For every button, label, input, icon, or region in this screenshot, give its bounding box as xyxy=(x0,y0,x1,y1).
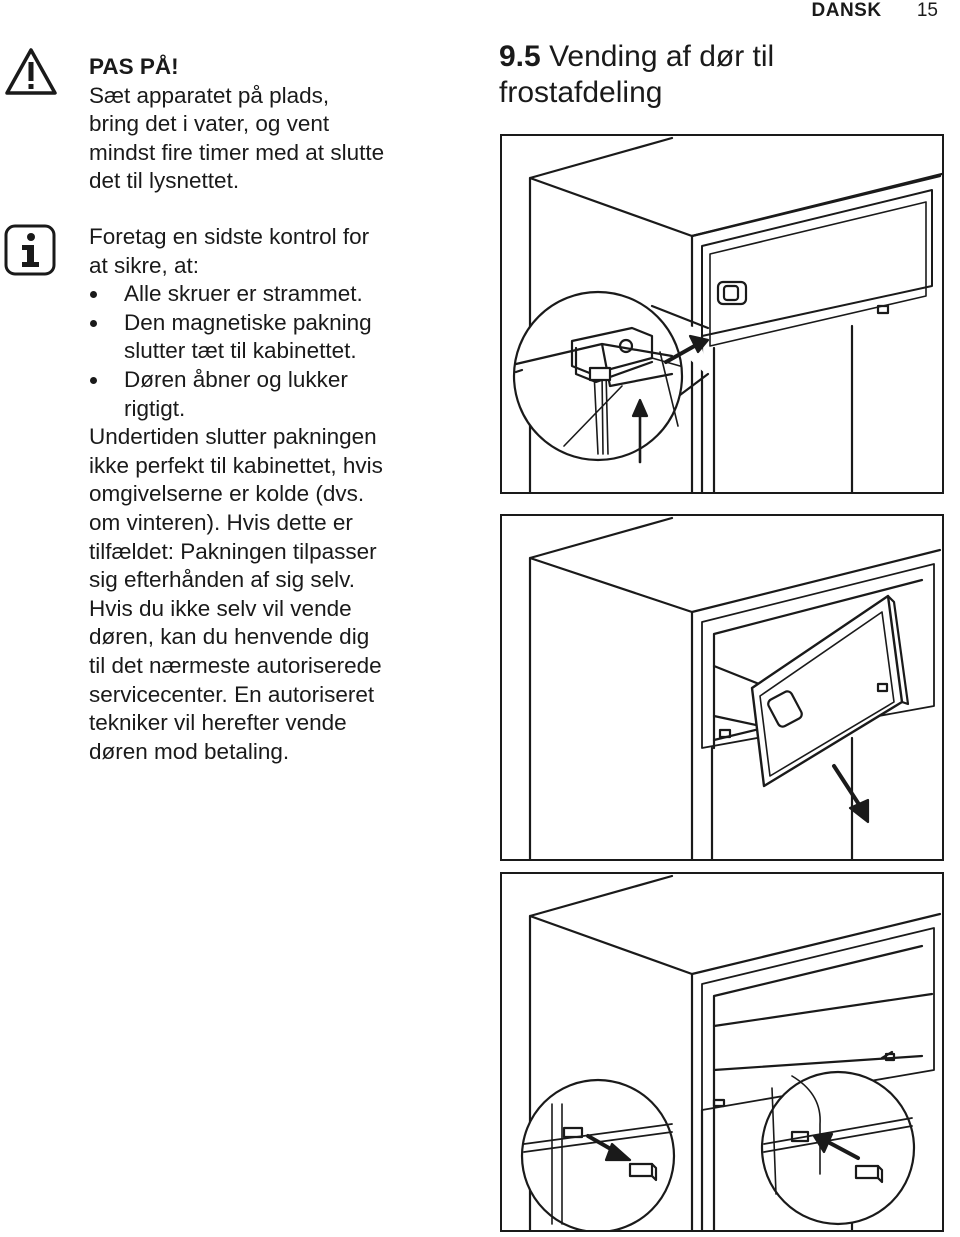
check-list: Alle skruer er strammet. Den magnetiske … xyxy=(89,280,429,423)
info-paragraph-line: døren, kan du henvende dig xyxy=(89,624,370,650)
arrow-diagonal-icon xyxy=(826,1140,860,1160)
info-paragraph-line: ikke perfekt til kabinettet, hvis xyxy=(89,452,383,478)
info-paragraph-line: tilfældet: Pakningen tilpasser xyxy=(89,538,377,564)
warning-triangle-icon xyxy=(4,46,58,98)
door-handle-icon xyxy=(716,280,748,306)
arrow-down-icon xyxy=(832,764,862,808)
page-header: DANSK 15 xyxy=(812,0,938,22)
arrow-diagonal-icon xyxy=(664,342,700,364)
section-title-line: Vending af dør til xyxy=(549,40,775,73)
info-intro-line: Foretag en sidste kontrol for xyxy=(89,224,370,249)
info-block: Foretag en sidste kontrol for at sikre, … xyxy=(89,223,429,766)
section-title: 9.5 Vending af dør til frostafdeling xyxy=(499,39,919,111)
list-item-text: Alle skruer er strammet. xyxy=(124,281,363,307)
info-paragraph-line: Hvis du ikke selv vil vende xyxy=(89,595,352,621)
figure-hinge-cover-relocation xyxy=(500,872,944,1232)
list-item: Den magnetiske pakning slutter tæt til k… xyxy=(89,309,429,366)
page-number: 15 xyxy=(916,0,938,21)
info-paragraph-line: sig efterhånden af sig selv. xyxy=(89,567,355,593)
list-item-text: slutter tæt til kabinettet. xyxy=(124,338,357,364)
list-item-text: rigtigt. xyxy=(124,395,186,421)
warning-block: PAS PÅ! Sæt apparatet på plads, bring de… xyxy=(89,53,429,196)
cabinet-outline xyxy=(528,516,942,859)
warning-line: det til lysnettet. xyxy=(89,168,240,194)
info-paragraph-line: omgivelserne er kolde (dvs. xyxy=(89,481,365,507)
info-icon xyxy=(4,224,56,276)
info-paragraph-line: døren mod betaling. xyxy=(89,738,290,764)
hinge-detail-callout xyxy=(512,290,710,462)
list-item-text: Døren åbner og lukker xyxy=(124,366,348,392)
cabinet-outline xyxy=(528,874,942,1230)
info-paragraph-line: Undertiden slutter pakningen xyxy=(89,424,377,450)
list-item-text: Den magnetiske pakning xyxy=(124,309,372,335)
left-hinge-detail xyxy=(520,1078,676,1230)
info-paragraph-line: servicecenter. En autoriseret xyxy=(89,681,375,707)
warning-title: PAS PÅ! xyxy=(89,54,179,79)
info-paragraph-line: til det nærmeste autoriserede xyxy=(89,652,382,678)
list-item: Alle skruer er strammet. xyxy=(89,280,429,309)
figure-door-hinge-removal xyxy=(500,134,944,494)
info-paragraph-line: om vinteren). Hvis dette er xyxy=(89,509,353,535)
warning-line: Sæt apparatet på plads, xyxy=(89,82,330,108)
list-item: Døren åbner og lukker rigtigt. xyxy=(89,366,429,423)
figure-door-removal xyxy=(500,514,944,861)
warning-line: bring det i vater, og vent xyxy=(89,111,330,137)
tilted-door xyxy=(750,594,910,788)
right-hinge-detail xyxy=(760,1070,916,1226)
warning-line: mindst fire timer med at slutte xyxy=(89,139,385,165)
door-handle-icon xyxy=(767,690,803,728)
section-number: 9.5 xyxy=(499,40,541,73)
info-paragraph-line: tekniker vil herefter vende xyxy=(89,710,347,736)
info-intro-line: at sikre, at: xyxy=(89,252,200,278)
section-title-line: frostafdeling xyxy=(499,76,663,109)
language-label: DANSK xyxy=(811,0,882,21)
